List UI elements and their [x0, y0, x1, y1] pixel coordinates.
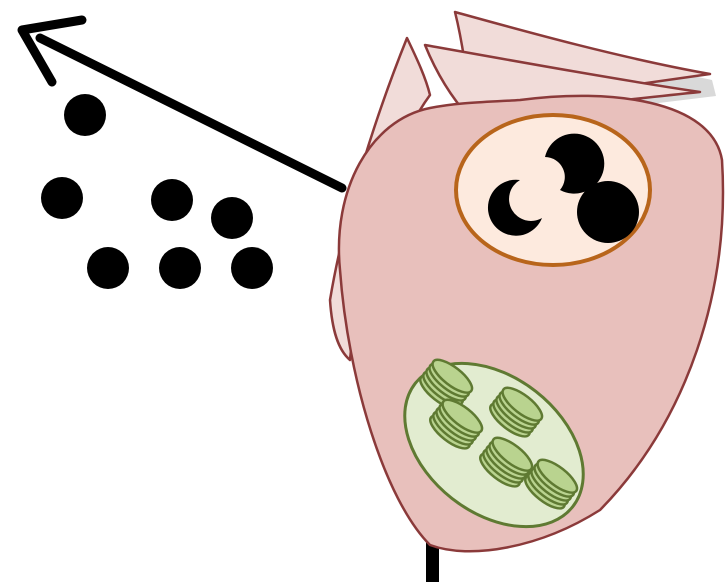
released-particle [231, 247, 273, 289]
released-particle [151, 179, 193, 221]
vacuole-particle [577, 181, 639, 243]
released-particle [64, 94, 106, 136]
released-particle [211, 197, 253, 239]
vacuole [456, 115, 650, 265]
released-particle [41, 177, 83, 219]
released-particle [159, 247, 201, 289]
released-particle [87, 247, 129, 289]
released-particles [41, 94, 273, 289]
